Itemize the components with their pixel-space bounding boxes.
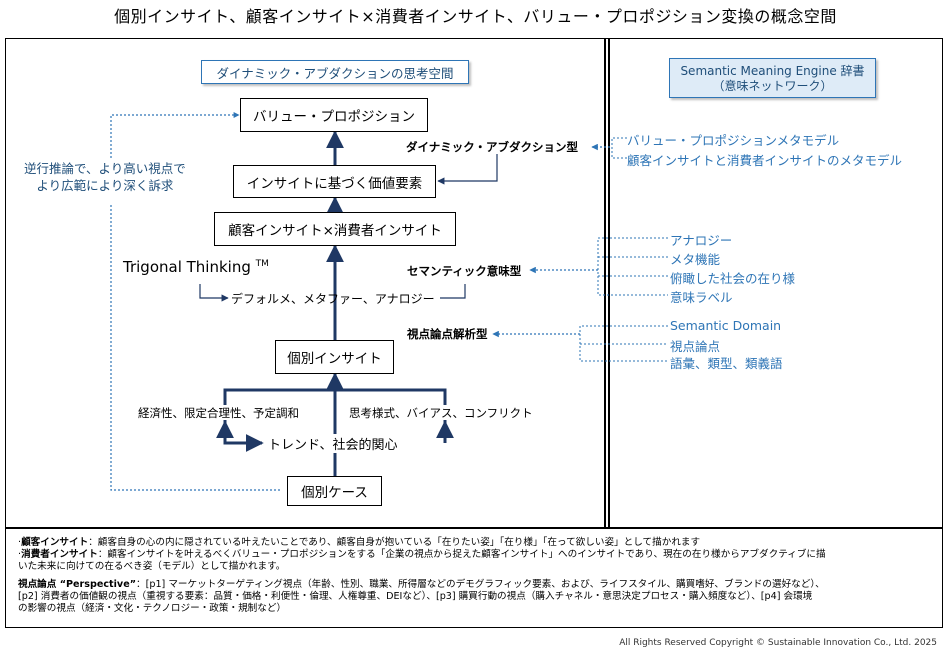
group3-item-3: 語彙、類型、類義語 xyxy=(670,356,783,371)
deform-bracket-right xyxy=(440,284,466,299)
dynamic-type-arrow xyxy=(437,154,498,185)
reverse-reasoning-top xyxy=(110,112,240,158)
semantic-type-label: セマンティック意味型 xyxy=(407,264,522,278)
trigonal-text: Trigonal Thinking xyxy=(123,258,251,276)
factor-left-text: 経済性、限定合理性、予定調和 xyxy=(138,406,299,420)
group2-item-2: メタ機能 xyxy=(670,252,721,267)
individual-case-box: 個別ケース xyxy=(287,476,382,506)
deform-bracket-left xyxy=(199,284,229,302)
note-consumer-insight-cont: いた未来に向けての在るべき姿（モデル）として描かれます。 xyxy=(18,561,286,572)
copyright-text: All Rights Reserved Copyright © Sustaina… xyxy=(619,638,937,648)
group1-item-2: 顧客インサイトと消費者インサイトのメタモデル xyxy=(627,153,903,168)
outer-frame xyxy=(5,38,943,628)
perspective-definition: ：[p1] マーケットターゲティング視点（年齢、性別、職業、所得層などのデモグラ… xyxy=(136,579,825,590)
trend-text: トレンド、社会的関心 xyxy=(266,434,400,453)
value-element-box: インサイトに基づく価値要素 xyxy=(233,165,436,198)
perspective-term: 視点論点 “Perspective” xyxy=(18,579,137,590)
group2-item-3: 俯瞰した社会の在り様 xyxy=(670,271,796,286)
page-title: 個別インサイト、顧客インサイト×消費者インサイト、バリュー・プロポジション変換の… xyxy=(114,7,837,26)
group2-item-4: 意味ラベル xyxy=(670,290,733,305)
customer-consumer-insight-box: 顧客インサイト×消費者インサイト xyxy=(214,212,456,246)
factor-bracket-top xyxy=(223,388,447,405)
group2-bracket xyxy=(597,237,668,296)
value-proposition-box: バリュー・プロポジション xyxy=(240,98,428,132)
consumer-insight-term: 消費者インサイト xyxy=(21,549,98,560)
note-perspective-line3: の影響の視点（経済・文化・テクノロジー・政策・規制など） xyxy=(18,603,287,614)
group2-item-1: アナロジー xyxy=(670,233,733,248)
customer-insight-definition: ：顧客自身の心の内に隠されている叶えたいことであり、顧客自身が抱いている「在りた… xyxy=(88,537,701,548)
group1-bracket xyxy=(611,137,627,159)
notes-divider xyxy=(5,527,943,529)
perspective-type-label: 視点論点解析型 xyxy=(407,327,488,341)
panel-divider-left xyxy=(604,38,606,528)
dynamic-abduction-type-label: ダイナミック・アブダクション型 xyxy=(406,140,579,154)
deform-text: デフォルメ、メタファー、アナロジー xyxy=(231,292,435,306)
reverse-reasoning-line xyxy=(110,205,280,491)
trigonal-thinking-label: Trigonal Thinking TM xyxy=(123,258,269,276)
note-perspective: 視点論点 “Perspective”：[p1] マーケットターゲティング視点（年… xyxy=(18,579,938,592)
note-perspective-line2: [p2] 消費者の価値観の視点（重視する要素：品質・価格・利便性・倫理、人権尊重… xyxy=(18,591,813,602)
group3-item-1: Semantic Domain xyxy=(670,318,782,333)
engine-title-line1: Semantic Meaning Engine 辞書 xyxy=(680,64,865,78)
consumer-insight-definition: ：顧客インサイトを叶えるべくバリュー・プロポジションをする「企業の視点から捉えた… xyxy=(97,549,826,560)
group1-item-1: バリュー・プロポジションメタモデル xyxy=(627,133,840,148)
customer-insight-term: 顧客インサイト xyxy=(21,537,89,548)
reverse-reasoning-text: 逆行推論で、より高い視点で より広範により深く訴求 xyxy=(24,160,186,194)
semantic-meaning-engine-box: Semantic Meaning Engine 辞書 （意味ネットワーク） xyxy=(669,58,876,98)
note-customer-insight: ·顧客インサイト：顧客自身の心の内に隠されている叶えたいことであり、顧客自身が抱… xyxy=(18,537,701,548)
trend-bracket xyxy=(223,420,264,452)
group3-item-2: 視点論点 xyxy=(670,339,721,354)
individual-insight-box: 個別インサイト xyxy=(275,340,394,374)
reverse-reasoning-line2: より広範により深く訴求 xyxy=(36,178,174,193)
reverse-reasoning-line1: 逆行推論で、より高い視点で xyxy=(24,161,186,176)
engine-title-line2: （意味ネットワーク） xyxy=(712,79,833,93)
thinking-space-title: ダイナミック・アブダクションの思考空間 xyxy=(201,60,469,84)
note-consumer-insight: ·消費者インサイト：顧客インサイトを叶えるべくバリュー・プロポジションをする「企… xyxy=(18,549,826,560)
trademark-mark: TM xyxy=(255,259,269,269)
panel-divider-right xyxy=(608,38,610,528)
factor-right-text: 思考様式、バイアス、コンフリクト xyxy=(349,406,533,420)
